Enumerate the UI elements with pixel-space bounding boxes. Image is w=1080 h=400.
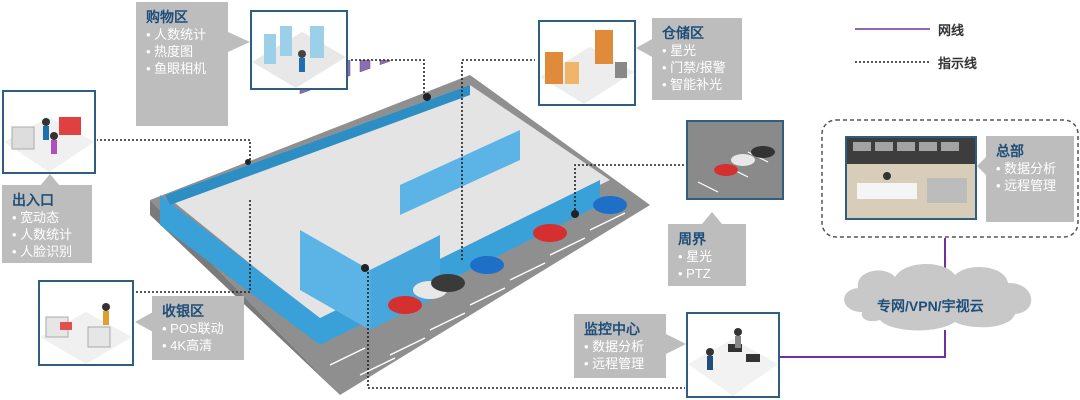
checkout-zone-title: 收银区	[162, 303, 204, 319]
headquarters-thumbnail	[845, 136, 977, 220]
store-isometric-illustration	[150, 60, 650, 395]
entrance-zone-item: 人数统计	[12, 226, 82, 243]
shopping-zone-item: 人数统计	[146, 26, 218, 43]
shopping-zone-item: 鱼眼相机	[146, 60, 218, 77]
indicator-line-monitoring	[367, 268, 685, 389]
store-wall-left	[160, 195, 320, 345]
warehouse-zone-thumbnail	[538, 20, 636, 106]
headquarters-label-pointer	[977, 156, 987, 176]
indicator-line-checkout	[135, 200, 251, 293]
indicator-line-perimeter	[574, 164, 685, 214]
entrance-zone-item: 宽动态	[12, 209, 82, 226]
inner-room-wall	[300, 230, 370, 330]
hq-frame	[821, 119, 1079, 238]
warehouse-zone-label: 仓储区 星光 门禁/报警 智能补光	[652, 18, 742, 100]
entrance-zone-title: 出入口	[12, 192, 54, 208]
entrance-zone-item: 人脸识别	[12, 243, 82, 260]
shopping-label-pointer	[228, 32, 250, 52]
perimeter-zone-label: 周界 星光 PTZ	[668, 224, 746, 286]
cloud-label: 专网/VPN/宇视云	[877, 298, 984, 314]
indicator-line-shopping	[350, 59, 425, 97]
monitoring-label-pointer	[666, 334, 686, 354]
monitoring-zone-item: 远程管理	[584, 355, 656, 372]
entrance-zone-thumbnail	[2, 90, 96, 174]
perimeter-label-pointer	[702, 212, 722, 224]
legend-network-label: 网线	[938, 23, 965, 38]
perimeter-zone-title: 周界	[678, 231, 706, 247]
network-line-hq	[780, 330, 946, 358]
headquarters-title: 总部	[996, 143, 1024, 159]
monitoring-zone-item: 数据分析	[584, 338, 656, 355]
shopping-zone-item: 热度图	[146, 43, 218, 60]
shopping-zone-title: 购物区	[146, 9, 188, 25]
perimeter-zone-thumbnail	[686, 120, 784, 200]
checkout-zone-item: 4K高清	[162, 337, 234, 354]
warehouse-zone-title: 仓储区	[662, 25, 704, 41]
entrance-label-pointer	[40, 174, 60, 186]
entrance-zone-label: 出入口 宽动态 人数统计 人脸识别	[2, 185, 92, 263]
legend-indicator-label: 指示线	[938, 56, 978, 71]
warehouse-zone-item: 星光	[662, 42, 732, 59]
checkout-zone-item: POS联动	[162, 320, 234, 337]
shopping-zone-thumbnail	[250, 10, 348, 90]
checkout-label-pointer	[135, 312, 153, 332]
headquarters-label: 总部 数据分析 远程管理	[986, 136, 1074, 222]
checkout-zone-label: 收银区 POS联动 4K高清	[152, 296, 244, 360]
warehouse-zone-item: 门禁/报警	[662, 59, 732, 76]
headquarters-item: 数据分析	[996, 160, 1064, 177]
checkout-zone-thumbnail	[38, 280, 134, 366]
indicator-line-warehouse	[461, 59, 535, 260]
perimeter-zone-item: 星光	[678, 248, 736, 265]
warehouse-zone-item: 智能补光	[662, 76, 732, 93]
perimeter-zone-item: PTZ	[678, 265, 736, 282]
monitoring-zone-label: 监控中心 数据分析 远程管理	[574, 314, 666, 378]
monitoring-zone-title: 监控中心	[584, 321, 640, 337]
indicator-line-entrance	[97, 139, 251, 160]
warehouse-label-pointer	[636, 38, 654, 58]
shopping-zone-label: 购物区 人数统计 热度图 鱼眼相机	[136, 2, 228, 126]
parked-cars	[388, 196, 627, 314]
cloud-shape	[844, 263, 1032, 331]
headquarters-item: 远程管理	[996, 177, 1064, 194]
monitoring-zone-thumbnail	[686, 312, 780, 398]
